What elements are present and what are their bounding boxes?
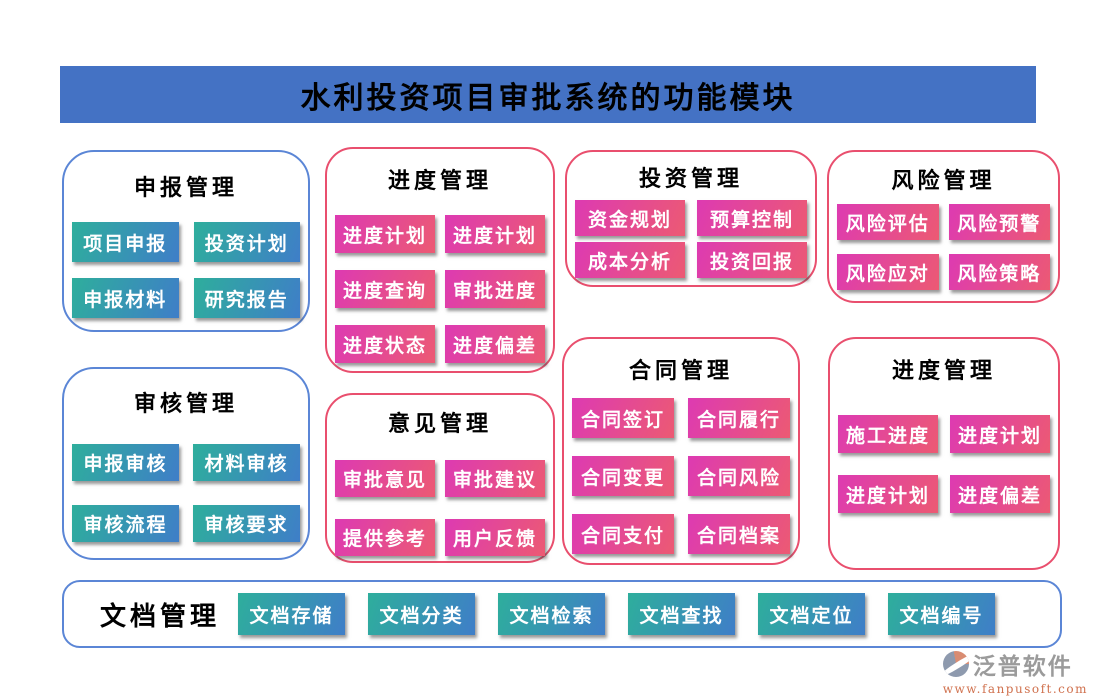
module-button[interactable]: 研究报告 bbox=[193, 278, 300, 318]
module-button[interactable]: 申报材料 bbox=[72, 278, 179, 318]
module-button[interactable]: 风险策略 bbox=[948, 254, 1050, 290]
module-button-grid: 申报审核材料审核审核流程审核要求 bbox=[72, 444, 300, 542]
module-button[interactable]: 合同档案 bbox=[688, 514, 790, 554]
module-button[interactable]: 合同风险 bbox=[688, 456, 790, 496]
module-button[interactable]: 合同签订 bbox=[572, 398, 674, 438]
module-button[interactable]: 进度查询 bbox=[335, 270, 435, 308]
panel-opinion-management: 意见管理 审批意见审批建议提供参考用户反馈 bbox=[325, 393, 555, 563]
module-button[interactable]: 投资计划 bbox=[193, 222, 300, 262]
module-button[interactable]: 合同履行 bbox=[688, 398, 790, 438]
panel-review-management: 审核管理 申报审核材料审核审核流程审核要求 bbox=[62, 367, 310, 560]
panel-title: 投资管理 bbox=[638, 166, 743, 192]
footer-brand: 泛普软件 www.fanpusoft.com bbox=[942, 647, 1088, 696]
panel-title: 风险管理 bbox=[891, 168, 996, 194]
panel-risk-management: 风险管理 风险评估风险预警风险应对风险策略 bbox=[827, 150, 1060, 303]
module-button[interactable]: 审批意见 bbox=[335, 460, 435, 497]
module-button[interactable]: 文档存储 bbox=[238, 593, 346, 635]
module-button[interactable]: 合同支付 bbox=[572, 514, 674, 554]
module-button-grid: 资金规划预算控制成本分析投资回报 bbox=[575, 200, 807, 278]
module-button-grid: 审批意见审批建议提供参考用户反馈 bbox=[335, 460, 545, 556]
module-button[interactable]: 审批建议 bbox=[445, 460, 545, 497]
panel-title: 申报管理 bbox=[133, 175, 238, 201]
module-button[interactable]: 申报审核 bbox=[72, 444, 179, 481]
module-button-grid: 项目申报投资计划申报材料研究报告 bbox=[72, 222, 300, 318]
panel-investment-management: 投资管理 资金规划预算控制成本分析投资回报 bbox=[565, 150, 817, 287]
module-button[interactable]: 提供参考 bbox=[335, 519, 435, 556]
panel-title: 进度管理 bbox=[891, 358, 996, 384]
brand-name: 泛普软件 bbox=[972, 653, 1073, 680]
module-button[interactable]: 施工进度 bbox=[838, 415, 938, 453]
module-button[interactable]: 审核要求 bbox=[193, 505, 300, 542]
module-button[interactable]: 进度偏差 bbox=[950, 475, 1050, 513]
panel-progress-management-2: 进度管理 施工进度进度计划进度计划进度偏差 bbox=[828, 337, 1060, 570]
module-button[interactable]: 风险应对 bbox=[837, 254, 939, 290]
module-button-grid: 施工进度进度计划进度计划进度偏差 bbox=[838, 415, 1050, 513]
fanpu-logo-icon bbox=[942, 651, 969, 677]
module-button[interactable]: 文档定位 bbox=[758, 593, 866, 635]
module-button[interactable]: 进度状态 bbox=[335, 325, 435, 363]
module-button[interactable]: 合同变更 bbox=[572, 456, 674, 496]
page-title: 水利投资项目审批系统的功能模块 bbox=[60, 66, 1036, 123]
module-button-grid: 合同签订合同履行合同变更合同风险合同支付合同档案 bbox=[572, 398, 790, 554]
module-button[interactable]: 审核流程 bbox=[72, 505, 179, 542]
module-button[interactable]: 文档分类 bbox=[368, 593, 476, 635]
module-button-grid: 文档存储文档分类文档检索文档查找文档定位文档编号 bbox=[238, 593, 996, 635]
panel-title: 审核管理 bbox=[133, 391, 238, 417]
panel-title: 合同管理 bbox=[628, 358, 733, 384]
module-button[interactable]: 项目申报 bbox=[72, 222, 179, 262]
module-button[interactable]: 进度计划 bbox=[335, 215, 435, 253]
module-button[interactable]: 文档查找 bbox=[628, 593, 736, 635]
module-button[interactable]: 审批进度 bbox=[445, 270, 545, 308]
module-button-grid: 进度计划进度计划进度查询审批进度进度状态进度偏差 bbox=[335, 215, 545, 363]
module-button[interactable]: 投资回报 bbox=[697, 242, 807, 278]
module-button[interactable]: 用户反馈 bbox=[445, 519, 545, 556]
module-button[interactable]: 进度计划 bbox=[838, 475, 938, 513]
panel-document-management: 文档管理 文档存储文档分类文档检索文档查找文档定位文档编号 bbox=[62, 580, 1062, 648]
panel-declaration-management: 申报管理 项目申报投资计划申报材料研究报告 bbox=[62, 150, 310, 332]
panel-title: 意见管理 bbox=[387, 411, 492, 437]
panel-title: 进度管理 bbox=[387, 168, 492, 194]
module-button[interactable]: 预算控制 bbox=[697, 200, 807, 236]
module-button[interactable]: 进度计划 bbox=[950, 415, 1050, 453]
module-button[interactable]: 进度计划 bbox=[445, 215, 545, 253]
panel-title: 文档管理 bbox=[100, 601, 221, 632]
module-button[interactable]: 风险评估 bbox=[837, 204, 939, 240]
module-button-grid: 风险评估风险预警风险应对风险策略 bbox=[837, 204, 1050, 290]
module-button[interactable]: 进度偏差 bbox=[445, 325, 545, 363]
brand-url: www.fanpusoft.com bbox=[942, 682, 1088, 696]
panel-contract-management: 合同管理 合同签订合同履行合同变更合同风险合同支付合同档案 bbox=[562, 337, 800, 565]
panel-progress-management-1: 进度管理 进度计划进度计划进度查询审批进度进度状态进度偏差 bbox=[325, 147, 555, 373]
module-button[interactable]: 材料审核 bbox=[193, 444, 300, 481]
module-button[interactable]: 风险预警 bbox=[948, 204, 1050, 240]
module-button[interactable]: 文档编号 bbox=[888, 593, 996, 635]
module-button[interactable]: 成本分析 bbox=[575, 242, 685, 278]
module-button[interactable]: 资金规划 bbox=[575, 200, 685, 236]
module-button[interactable]: 文档检索 bbox=[498, 593, 606, 635]
